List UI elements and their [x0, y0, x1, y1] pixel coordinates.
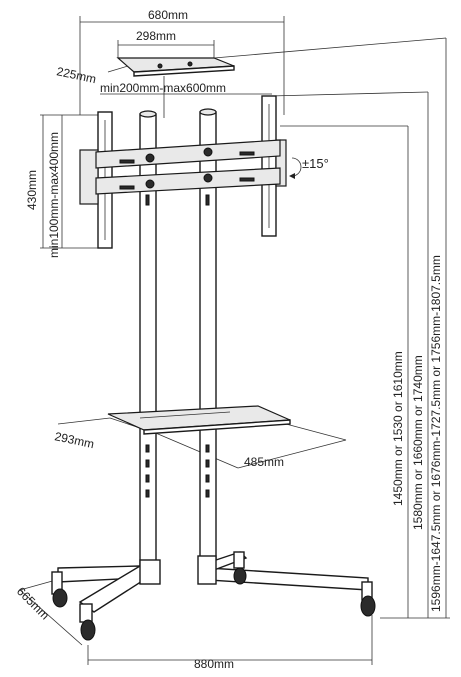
- top-camera-shelf: [116, 57, 235, 118]
- top-shelf-depth-label: 225mm: [55, 64, 97, 86]
- vesa-vertical-label: min100mm-max400mm: [47, 132, 61, 258]
- middle-shelf-width-label: 485mm: [244, 455, 284, 469]
- middle-shelf-depth-label: 293mm: [53, 429, 95, 451]
- vesa-height-label: 430mm: [25, 170, 39, 210]
- tv-mount-bracket: [79, 95, 302, 249]
- dimension-lines: [19, 16, 450, 665]
- vertical-poles: [139, 108, 217, 575]
- tilt-angle-label: ±15°: [302, 156, 329, 171]
- height-option-3-label: 1596mm-1647.5mm or 1676mm-1727.5mm or 17…: [429, 255, 443, 612]
- height-option-2-label: 1580mm or 1660mm or 1740mm: [411, 355, 425, 530]
- base-depth-label: 665mm: [14, 584, 52, 622]
- base-width-label: 880mm: [194, 657, 234, 671]
- middle-shelf: [107, 405, 291, 435]
- base: [51, 551, 376, 641]
- top-width-label: 680mm: [148, 8, 188, 22]
- vesa-horizontal-label: min200mm-max600mm: [100, 81, 226, 95]
- height-option-1-label: 1450mm or 1530 or 1610mm: [391, 351, 405, 506]
- top-shelf-width-label: 298mm: [136, 29, 176, 43]
